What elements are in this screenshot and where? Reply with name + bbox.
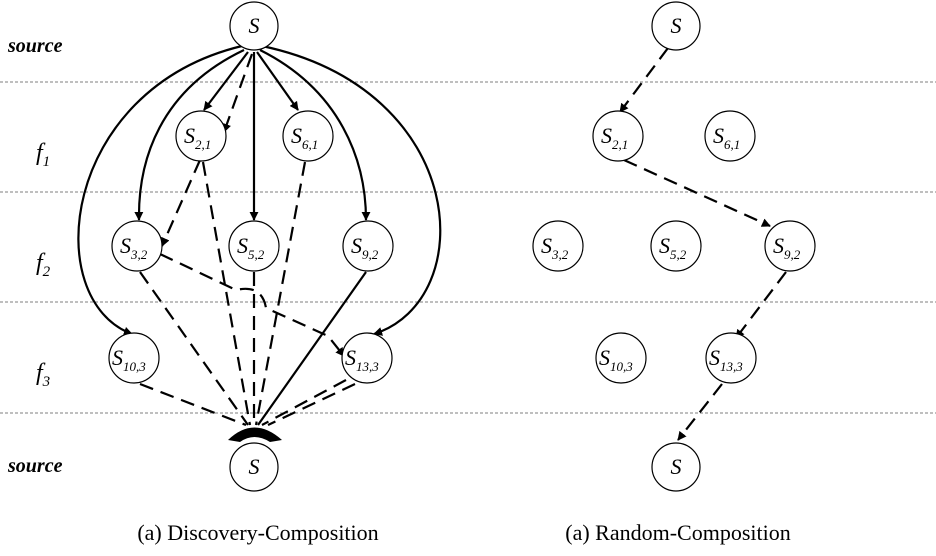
svg-text:S13,3: S13,3 bbox=[709, 345, 743, 374]
edge-dashed-s133-sink bbox=[261, 379, 347, 426]
svg-text:S5,2: S5,2 bbox=[659, 233, 687, 262]
left-node-src-top: S bbox=[229, 1, 279, 51]
r-edge-s21-s92 bbox=[623, 158, 771, 228]
svg-text:S13,3: S13,3 bbox=[345, 345, 379, 374]
left-node-s52: S5,2 bbox=[228, 220, 280, 272]
edge-solid-src-s92 bbox=[259, 49, 371, 221]
edge-solid-src-s32 bbox=[134, 49, 245, 221]
row-label-f3: f3 bbox=[36, 360, 50, 390]
edge-dashed-s32-sink bbox=[139, 271, 249, 426]
svg-text:S: S bbox=[249, 13, 260, 38]
left-node-s103: S10,3 bbox=[108, 332, 160, 384]
r-edge-s92-s133 bbox=[735, 271, 787, 339]
edge-solid-s92-sink bbox=[257, 271, 367, 426]
right-node-s133: S13,3 bbox=[705, 332, 757, 384]
edge-dashed-s103-sink bbox=[139, 382, 247, 427]
row-label-source-bottom: source bbox=[7, 455, 63, 477]
edge-solid-src-s103 bbox=[77, 44, 243, 336]
right-node-s61: S6,1 bbox=[704, 110, 756, 162]
svg-text:S2,1: S2,1 bbox=[184, 123, 211, 152]
edge-dashed-s21-s32 bbox=[160, 159, 202, 247]
svg-text:S6,1: S6,1 bbox=[291, 123, 318, 152]
caption-random-composition: (a) Random-Composition bbox=[565, 520, 790, 545]
row-label-f2: f2 bbox=[36, 250, 51, 280]
left-node-s32: S3,2 bbox=[111, 220, 163, 272]
right-node-src-bottom: S bbox=[651, 442, 701, 492]
svg-text:S10,3: S10,3 bbox=[599, 345, 633, 374]
svg-text:S: S bbox=[671, 13, 682, 38]
svg-text:S9,2: S9,2 bbox=[351, 233, 379, 262]
edge-dashed-s61-sink bbox=[254, 161, 307, 426]
sink-arrowhead-fan bbox=[228, 427, 282, 442]
edge-solid-src-s133 bbox=[261, 44, 442, 336]
left-node-s92: S9,2 bbox=[342, 220, 394, 272]
left-node-s61: S6,1 bbox=[282, 110, 334, 162]
edge-dashed-s21-sink bbox=[201, 161, 252, 426]
left-node-s133: S13,3 bbox=[341, 332, 393, 384]
edge-solid-src-s21 bbox=[203, 51, 249, 111]
svg-text:S9,2: S9,2 bbox=[773, 233, 801, 262]
caption-discovery-composition: (a) Discovery-Composition bbox=[137, 520, 378, 545]
edge-solid-src-s61 bbox=[256, 51, 299, 111]
svg-text:S3,2: S3,2 bbox=[541, 233, 569, 262]
left-node-src-bottom: S bbox=[229, 442, 279, 492]
svg-text:S: S bbox=[671, 454, 682, 479]
svg-text:S5,2: S5,2 bbox=[237, 233, 265, 262]
right-node-s92: S9,2 bbox=[764, 220, 816, 272]
right-node-s103: S10,3 bbox=[595, 332, 647, 384]
right-edges bbox=[619, 47, 787, 441]
right-node-s52: S5,2 bbox=[650, 220, 702, 272]
svg-text:S10,3: S10,3 bbox=[112, 345, 146, 374]
right-node-src-top: S bbox=[651, 1, 701, 51]
row-label-f1: f1 bbox=[36, 140, 50, 170]
svg-text:S2,1: S2,1 bbox=[601, 123, 628, 152]
edge-dashed-s133-sink-2 bbox=[267, 383, 356, 426]
left-edges bbox=[77, 44, 442, 442]
left-node-s21: S2,1 bbox=[175, 110, 227, 162]
svg-text:S3,2: S3,2 bbox=[120, 233, 148, 262]
right-node-s32: S3,2 bbox=[532, 220, 584, 272]
svg-text:S6,1: S6,1 bbox=[713, 123, 740, 152]
right-node-s21: S2,1 bbox=[592, 110, 644, 162]
row-label-source-top: source bbox=[7, 35, 63, 57]
edge-dashed-src-s21 bbox=[222, 53, 254, 133]
svg-text:S: S bbox=[249, 454, 260, 479]
r-edge-src-s21 bbox=[619, 47, 669, 113]
r-edge-s133-sink bbox=[677, 383, 723, 441]
